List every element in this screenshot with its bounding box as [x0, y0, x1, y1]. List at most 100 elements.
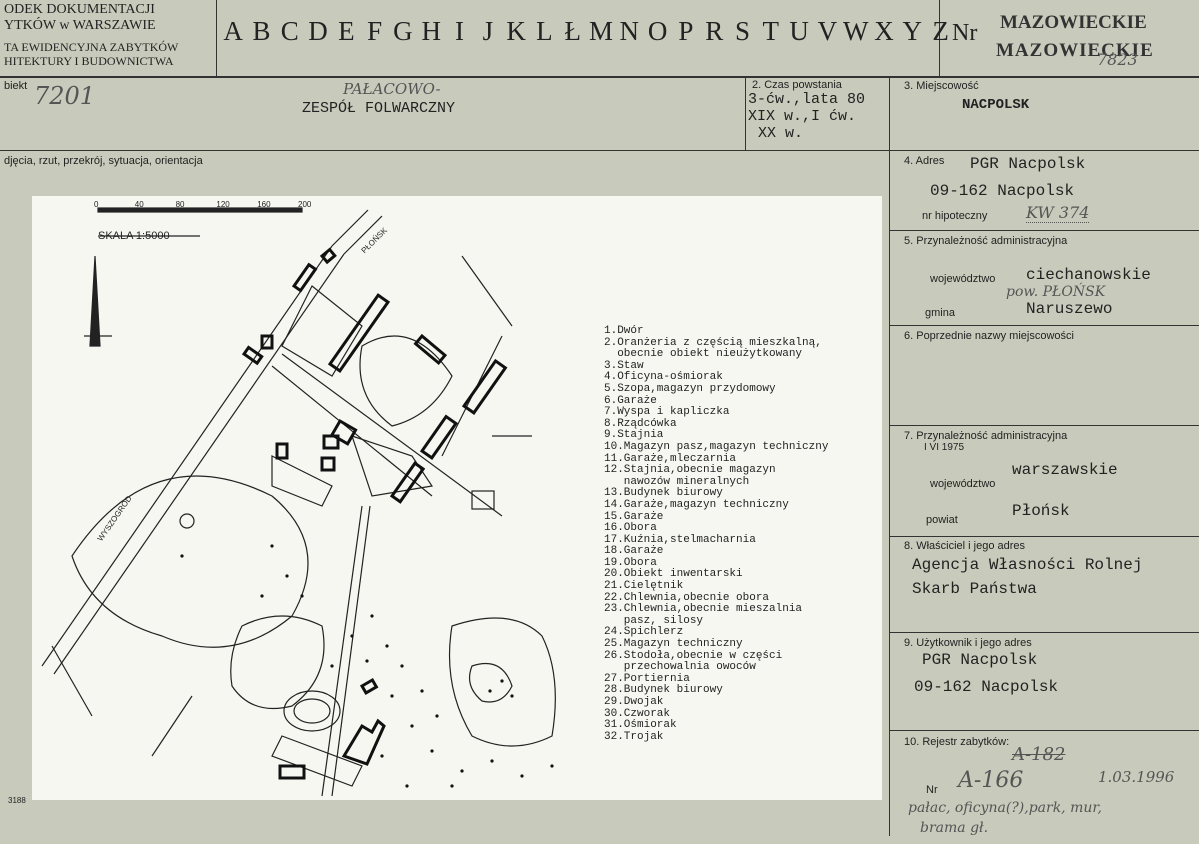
- header-vline-nr: [939, 0, 940, 76]
- index-letter: A: [223, 16, 243, 46]
- nr-label: Nr: [952, 20, 978, 46]
- legend-item: 16.Obora: [604, 522, 657, 535]
- legend-item: 17.Kuźnia,stelmacharnia: [604, 533, 756, 546]
- admin-gmina-value: Naruszewo: [1026, 300, 1113, 318]
- user-label: 9. Użytkownik i jego adres: [904, 637, 1032, 649]
- legend-item: 31.Ośmiorak: [604, 719, 677, 732]
- legend-item: 28.Budynek biurowy: [604, 684, 723, 697]
- legend-item: 21.Cielętnik: [604, 580, 684, 593]
- org-line-1: ODEK DOKUMENTACJI: [4, 2, 155, 17]
- index-letter: S: [734, 16, 750, 46]
- registry-crossed-entry: A-182: [1012, 744, 1066, 765]
- owner-label: 8. Właściciel i jego adres: [904, 540, 1026, 552]
- stamp-top: MAZOWIECKIE: [1000, 12, 1147, 33]
- index-letter: J: [482, 16, 494, 46]
- legend-item: obecnie obiekt nieużytkowany: [604, 348, 803, 361]
- scale-label: SKALA 1:5000: [98, 230, 170, 242]
- admin-woj-value: ciechanowskie: [1026, 266, 1151, 284]
- object-name: ZESPÓŁ FOLWARCZNY: [302, 100, 456, 117]
- site-plan-drawing: [41, 207, 556, 797]
- index-letter: N: [619, 16, 640, 46]
- index-letter: X: [874, 16, 894, 46]
- legend-item: 1.Dwór: [604, 325, 644, 337]
- legend-item: 23.Chlewnia,obecnie mieszalnia: [604, 603, 803, 616]
- index-letter: G: [393, 16, 413, 46]
- owner-line-1: Agencja Własności Rolnej: [912, 556, 1143, 574]
- czas-label: 2. Czas powstania: [752, 79, 842, 91]
- legend-item: nawozów mineralnych: [604, 475, 750, 488]
- user-line-2: 09-162 Nacpolsk: [914, 678, 1059, 696]
- scale-tick-label: 80: [175, 200, 185, 209]
- adres-line-2: 09-162 Nacpolsk: [930, 182, 1075, 200]
- index-letter: K: [506, 16, 526, 46]
- czas-line-2: XIX w.,I ćw.: [748, 108, 857, 125]
- owner-line-2: Skarb Państwa: [912, 580, 1037, 598]
- admin1975-label: 7. Przynależność administracyjna: [904, 430, 1068, 442]
- legend-item: 18.Garaże: [604, 545, 664, 558]
- registry-date: 1.03.1996: [1098, 768, 1175, 786]
- czas-line-1: 3-ćw.,lata 80: [748, 91, 866, 108]
- legend-item: 10.Magazyn pasz,magazyn techniczny: [604, 440, 829, 453]
- index-letter: V: [817, 16, 838, 46]
- admin1975-sub: I VI 1975: [924, 442, 965, 453]
- legend-item: 5.Szopa,magazyn przydomowy: [604, 382, 776, 395]
- index-letter: R: [705, 16, 724, 46]
- czas-line-3: XX w.: [758, 125, 804, 142]
- sec6-divider: [889, 325, 1199, 326]
- sec5-divider: [889, 230, 1199, 231]
- user-line-1: PGR Nacpolsk: [922, 651, 1038, 669]
- legend-item: 13.Budynek biurowy: [604, 487, 723, 500]
- registry-note-2: brama gł.: [920, 820, 989, 836]
- stamp-bottom: MAZOWIECKIE: [996, 40, 1154, 61]
- legend-item: 26.Stodoła,obecnie w części: [604, 649, 783, 662]
- row1-divider: [0, 150, 1199, 151]
- sec9-divider: [889, 632, 1199, 633]
- scale-tick-label: 200: [298, 200, 312, 209]
- hand-object-note: PAŁACOWO-: [343, 80, 441, 98]
- legend-item: pasz, silosy: [604, 614, 704, 627]
- legend-item: 30.Czworak: [604, 707, 671, 720]
- corner-code: 3188: [8, 796, 26, 805]
- legend-item: 9.Stajnia: [604, 429, 664, 442]
- admin-woj-label: województwo: [930, 273, 996, 285]
- registry-note-1: pałac, oficyna(?),park, mur,: [908, 800, 1102, 816]
- legend-item: 15.Garaże: [604, 510, 664, 523]
- prev-names-label: 6. Poprzednie nazwy miejscowości: [904, 330, 1074, 342]
- index-letter: O: [647, 16, 668, 46]
- sec7-divider: [889, 425, 1199, 426]
- scale-tick-label: 0: [94, 200, 99, 209]
- legend-item: 6.Garaże: [604, 394, 657, 407]
- row1-vline-a: [745, 76, 746, 150]
- admin-gmina-label: gmina: [925, 307, 955, 319]
- scale-tick-label: 160: [257, 200, 271, 209]
- index-letter: Y: [902, 16, 923, 46]
- legend-item: 3.Staw: [604, 359, 644, 372]
- index-letter: F: [367, 16, 383, 46]
- legend-item: 7.Wyspa i kapliczka: [604, 406, 730, 419]
- index-letter: H: [421, 16, 441, 46]
- index-letter: D: [308, 16, 328, 46]
- admin1975-woj-label: województwo: [930, 478, 996, 490]
- header-divider: [0, 76, 1199, 78]
- legend-item: 4.Oficyna-ośmiorak: [604, 371, 723, 384]
- index-letter: P: [678, 16, 694, 46]
- legend-item: 14.Garaże,magazyn techniczny: [604, 498, 789, 511]
- legend-item: 19.Obora: [604, 556, 657, 569]
- header-vline: [216, 0, 217, 76]
- registry-label: 10. Rejestr zabytków:: [904, 736, 1010, 748]
- obiekt-label: biekt: [4, 80, 28, 92]
- legend-item: 22.Chlewnia,obecnie obora: [604, 591, 770, 604]
- legend-item: 8.Rządcówka: [604, 417, 677, 430]
- index-letter: W: [842, 16, 869, 46]
- index-letter: T: [762, 16, 780, 46]
- miejscowosc-label: 3. Miejscowość: [904, 80, 979, 92]
- registry-nr-value: A-166: [958, 768, 1024, 793]
- index-letter: B: [252, 16, 271, 46]
- legend-item: 25.Magazyn techniczny: [604, 638, 743, 651]
- registry-nr-label: Nr: [926, 784, 938, 796]
- scale-tick-label: 40: [134, 200, 144, 209]
- sec10-divider: [889, 730, 1199, 731]
- legend-item: 20.Obiekt inwentarski: [604, 568, 743, 581]
